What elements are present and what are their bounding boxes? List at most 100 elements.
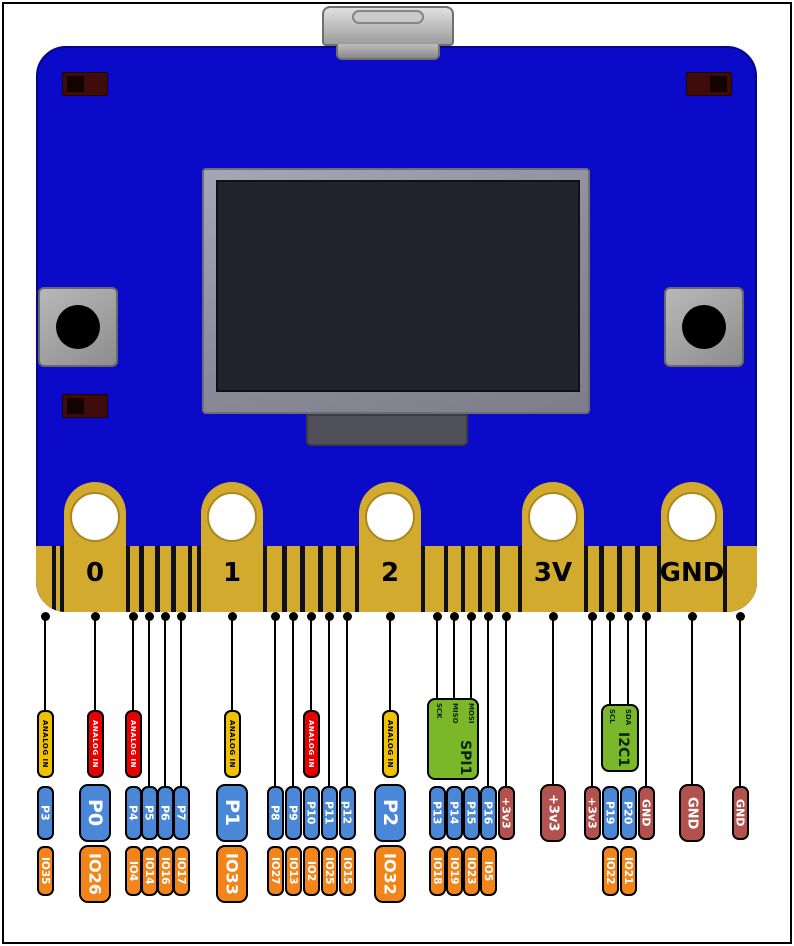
pin-finger-separator	[584, 546, 588, 612]
io-number-text: IO33	[222, 853, 242, 895]
left-button	[38, 287, 118, 367]
analog-in-text: ANALOG IN	[91, 719, 99, 768]
pin-name-label: p12	[338, 786, 356, 840]
leader-line	[645, 616, 647, 788]
pin-name-text: GND	[733, 799, 747, 827]
analog-in-text: ANALOG IN	[386, 719, 394, 768]
pin-finger-separator	[154, 546, 159, 612]
io-number-label: IO22	[601, 846, 619, 896]
pin-finger-separator	[300, 546, 305, 612]
pin-finger-separator	[495, 546, 500, 612]
leader-line	[739, 616, 741, 788]
pin-finger-separator	[263, 546, 267, 612]
leader-line	[609, 616, 611, 706]
pin-name-label: GND	[637, 786, 655, 840]
component-die-icon	[67, 398, 84, 414]
pin-finger-separator	[477, 546, 482, 612]
edge-pad-hole	[70, 492, 120, 542]
i2c-bus-block: SCL SDA I2C1	[601, 704, 639, 772]
pin-finger-separator	[599, 546, 604, 612]
edge-connector-strip	[36, 546, 757, 612]
leader-line	[180, 616, 182, 788]
pin-finger-separator	[518, 546, 522, 612]
pin-finger-separator	[187, 546, 192, 612]
analog-in-text: ANALOG IN	[307, 719, 315, 768]
io-number-label: IO19	[445, 846, 463, 896]
pin-finger-separator	[460, 546, 465, 612]
usb-connector-slot	[352, 10, 424, 24]
i2c-scl-label: SCL	[608, 709, 616, 724]
io-number-label: IO5	[479, 846, 497, 896]
edge-pad-label: 1	[222, 558, 242, 588]
leader-line	[292, 616, 294, 788]
io-number-text: IO15	[341, 857, 353, 885]
pin-name-label: P11	[320, 786, 338, 840]
pin-name-text: P1	[221, 799, 243, 827]
top-right-component	[686, 72, 732, 96]
pin-name-text: P13	[430, 801, 444, 825]
analog-in-label: ANALOG IN	[86, 710, 104, 778]
pin-name-label: P15	[462, 786, 480, 840]
io-number-label: IO32	[374, 845, 406, 903]
pin-finger-separator	[657, 546, 661, 612]
io-number-text: IO16	[159, 857, 171, 885]
pin-name-label: P2	[374, 784, 406, 842]
leader-line	[328, 616, 330, 788]
pin-name-text: P2	[379, 799, 401, 827]
pin-name-text: P10	[304, 801, 318, 825]
pin-finger-separator	[421, 546, 425, 612]
pin-name-label: P16	[479, 786, 497, 840]
pin-name-label: P8	[266, 786, 284, 840]
pin-name-text: P9	[286, 805, 300, 821]
leader-line	[591, 616, 593, 788]
io-number-label: IO21	[619, 846, 637, 896]
pin-name-label: P14	[445, 786, 463, 840]
io-number-label: IO14	[140, 846, 158, 896]
io-number-label: IO33	[216, 845, 248, 903]
pin-name-label: P9	[284, 786, 302, 840]
leader-line	[164, 616, 166, 788]
pin-name-label: P19	[601, 786, 619, 840]
io-number-text: IO17	[175, 857, 187, 885]
component-die-icon	[67, 76, 84, 92]
io-number-text: IO21	[622, 857, 634, 885]
io-number-label: IO18	[428, 846, 446, 896]
display-ribbon-connector	[306, 414, 468, 446]
io-number-label: IO2	[302, 846, 320, 896]
leader-line	[274, 616, 276, 788]
leader-line	[453, 616, 455, 700]
io-number-label: IO13	[284, 846, 302, 896]
pin-finger-separator	[51, 546, 56, 612]
pin-name-label: P5	[140, 786, 158, 840]
io-number-text: IO26	[85, 853, 105, 895]
io-number-text: IO32	[380, 853, 400, 895]
pin-finger-separator	[355, 546, 359, 612]
edge-pad-hole	[667, 492, 717, 542]
pin-finger-separator	[282, 546, 287, 612]
leader-line	[310, 616, 312, 712]
io-number-label: IO15	[338, 846, 356, 896]
edge-pad-label: 0	[85, 558, 105, 588]
io-number-label: IO16	[156, 846, 174, 896]
pin-finger-separator	[635, 546, 640, 612]
pin-name-text: P0	[84, 799, 106, 827]
component-die-icon	[710, 76, 727, 92]
io-number-text: IO35	[39, 857, 51, 885]
analog-in-text: ANALOG IN	[41, 719, 49, 768]
edge-pad-hole	[207, 492, 257, 542]
io-number-text: IO23	[465, 857, 477, 885]
pin-name-text: P15	[464, 801, 478, 825]
mid-left-component	[62, 394, 108, 418]
analog-in-text: ANALOG IN	[228, 719, 236, 768]
io-number-label: IO26	[79, 845, 111, 903]
pin-name-text: GND	[684, 796, 700, 830]
spi-bus-name: SPI1	[457, 739, 473, 775]
right-button	[664, 287, 744, 367]
pin-finger-separator	[60, 546, 64, 612]
spi-mosi-label: MOSI	[467, 703, 475, 724]
io-number-text: IO5	[482, 860, 494, 882]
pin-name-label: P1	[216, 784, 248, 842]
io-number-text: IO4	[127, 860, 139, 882]
pin-name-label: P10	[302, 786, 320, 840]
